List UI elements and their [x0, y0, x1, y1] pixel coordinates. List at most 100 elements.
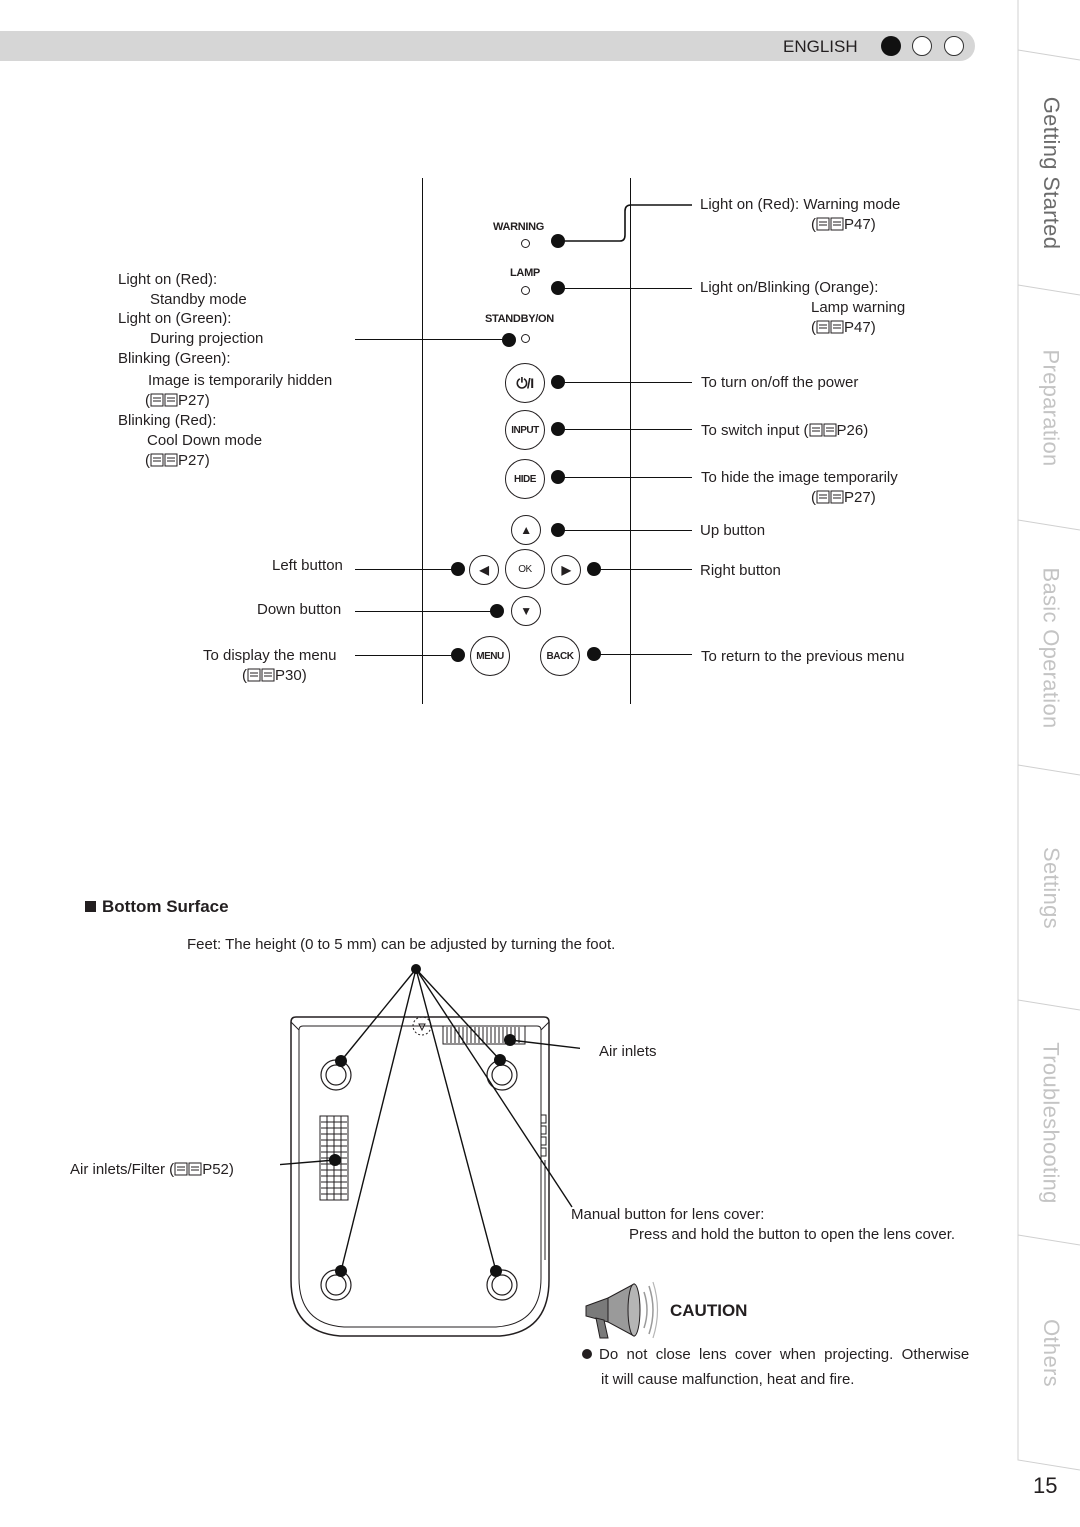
- tab-others[interactable]: Others: [1039, 1318, 1065, 1387]
- warning-mode-label: Light on (Red): Warning mode: [700, 196, 901, 213]
- standby-mode-label: Standby mode: [150, 291, 247, 308]
- warning-indicator: [521, 239, 530, 248]
- power-button[interactable]: ⏻/I: [505, 363, 545, 403]
- standby-indicator: [521, 334, 530, 343]
- hide-leader-line: [558, 477, 692, 478]
- light-green-label: Light on (Green):: [118, 310, 232, 327]
- switch-input-label: To switch input (P26): [701, 422, 869, 439]
- hide-image-label: To hide the image temporarily: [701, 469, 898, 486]
- warning-leader-line: [558, 204, 692, 242]
- menu-leader-line: [355, 655, 458, 656]
- panel-left-edge: [422, 178, 423, 704]
- up-leader-line: [558, 530, 692, 531]
- tab-settings[interactable]: Settings: [1039, 846, 1064, 929]
- lamp-orange-label: Light on/Blinking (Orange):: [700, 279, 879, 296]
- book-reference-icon: [247, 668, 275, 682]
- right-leader-line: [594, 569, 692, 570]
- standby-indicator-label: STANDBY/ON: [485, 313, 554, 325]
- book-reference-icon: [816, 320, 844, 334]
- ref-p47-a: (P47): [811, 216, 876, 233]
- up-button[interactable]: ▲: [511, 515, 541, 545]
- back-leader-line: [594, 654, 692, 655]
- down-button[interactable]: ▼: [511, 596, 541, 626]
- standby-leader-line: [355, 339, 508, 340]
- tab-getting-started[interactable]: Getting Started: [1039, 96, 1065, 249]
- warning-indicator-label: WARNING: [493, 221, 545, 233]
- lamp-indicator-label: LAMP: [510, 267, 540, 279]
- right-button-label: Right button: [700, 562, 781, 579]
- air-inlets-label: Air inlets: [599, 1043, 657, 1060]
- ref-p47-b: (P47): [811, 319, 876, 336]
- back-callout-dot: [587, 647, 601, 661]
- down-leader-line: [355, 611, 497, 612]
- lamp-leader-line: [558, 288, 692, 289]
- up-callout-dot: [551, 523, 565, 537]
- hide-callout-dot: [551, 470, 565, 484]
- feet-note: Feet: The height (0 to 5 mm) can be adju…: [187, 936, 616, 953]
- side-tabs-frame: [1017, 0, 1080, 1471]
- lamp-warning-label: Lamp warning: [811, 299, 906, 316]
- language-label: ENGLISH: [783, 37, 858, 56]
- book-reference-icon: [816, 490, 844, 504]
- power-callout-dot: [551, 375, 565, 389]
- standby-callout-dot: [502, 333, 516, 347]
- language-dot-empty-icon: [912, 36, 932, 56]
- caution-title: CAUTION: [670, 1301, 748, 1320]
- power-leader-line: [558, 382, 692, 383]
- back-button[interactable]: BACK: [540, 636, 580, 676]
- tab-basic-operation[interactable]: Basic Operation: [1039, 566, 1064, 729]
- page-number: 15: [1033, 1473, 1058, 1498]
- blinking-green-label: Blinking (Green):: [118, 350, 231, 367]
- lens-cover-desc: Press and hold the button to open the le…: [629, 1226, 956, 1243]
- hide-button[interactable]: HIDE: [505, 459, 545, 499]
- header-bar: [0, 31, 975, 61]
- language-dot-filled-icon: [881, 36, 901, 56]
- input-leader-line: [558, 429, 692, 430]
- section-bullet-icon: [85, 901, 96, 912]
- lamp-indicator: [521, 286, 530, 295]
- left-button[interactable]: ◀: [469, 555, 499, 585]
- menu-button[interactable]: MENU: [470, 636, 510, 676]
- warning-callout-dot: [551, 234, 565, 248]
- menu-callout-dot: [451, 648, 465, 662]
- lamp-callout-dot: [551, 281, 565, 295]
- caution-line-1: Do not close lens cover when projecting.…: [599, 1346, 970, 1363]
- input-callout-dot: [551, 422, 565, 436]
- right-button[interactable]: ▶: [551, 555, 581, 585]
- caution-bullet-icon: [582, 1349, 592, 1359]
- left-button-label: Left button: [272, 557, 343, 574]
- panel-right-edge: [630, 178, 631, 704]
- image-hidden-label: Image is temporarily hidden: [148, 372, 333, 389]
- ref-p27-c: (P27): [811, 489, 876, 506]
- down-callout-dot: [490, 604, 504, 618]
- ref-p27-a: (P27): [145, 392, 210, 409]
- book-reference-icon: [174, 1162, 202, 1176]
- return-menu-label: To return to the previous menu: [701, 648, 905, 665]
- book-reference-icon: [150, 393, 178, 407]
- lens-cover-title: Manual button for lens cover:: [571, 1206, 765, 1223]
- language-dot-empty-icon: [944, 36, 964, 56]
- power-label: To turn on/off the power: [701, 374, 859, 391]
- ref-p30: (P30): [242, 667, 307, 684]
- light-red-label: Light on (Red):: [118, 271, 218, 288]
- section-heading: Bottom Surface: [102, 897, 229, 916]
- left-callout-dot: [451, 562, 465, 576]
- left-leader-line: [355, 569, 458, 570]
- ref-p27-b: (P27): [145, 452, 210, 469]
- input-button[interactable]: INPUT: [505, 410, 545, 450]
- book-reference-icon: [809, 423, 837, 437]
- down-button-label: Down button: [257, 601, 342, 618]
- tab-troubleshooting[interactable]: Troubleshooting: [1039, 1041, 1064, 1204]
- during-projection-label: During projection: [150, 330, 264, 347]
- book-reference-icon: [816, 217, 844, 231]
- blinking-red-label: Blinking (Red):: [118, 412, 217, 429]
- megaphone-icon: [585, 1281, 659, 1339]
- book-reference-icon: [150, 453, 178, 467]
- tab-preparation[interactable]: Preparation: [1039, 348, 1065, 467]
- cool-down-label: Cool Down mode: [147, 432, 263, 449]
- projector-bottom-illustration: [280, 964, 580, 1337]
- caution-line-2: it will cause malfunction, heat and fire…: [601, 1371, 855, 1388]
- ok-button[interactable]: OK: [505, 549, 545, 589]
- air-inlets-filter-label: Air inlets/Filter (P52): [70, 1161, 234, 1178]
- display-menu-label: To display the menu: [203, 647, 337, 664]
